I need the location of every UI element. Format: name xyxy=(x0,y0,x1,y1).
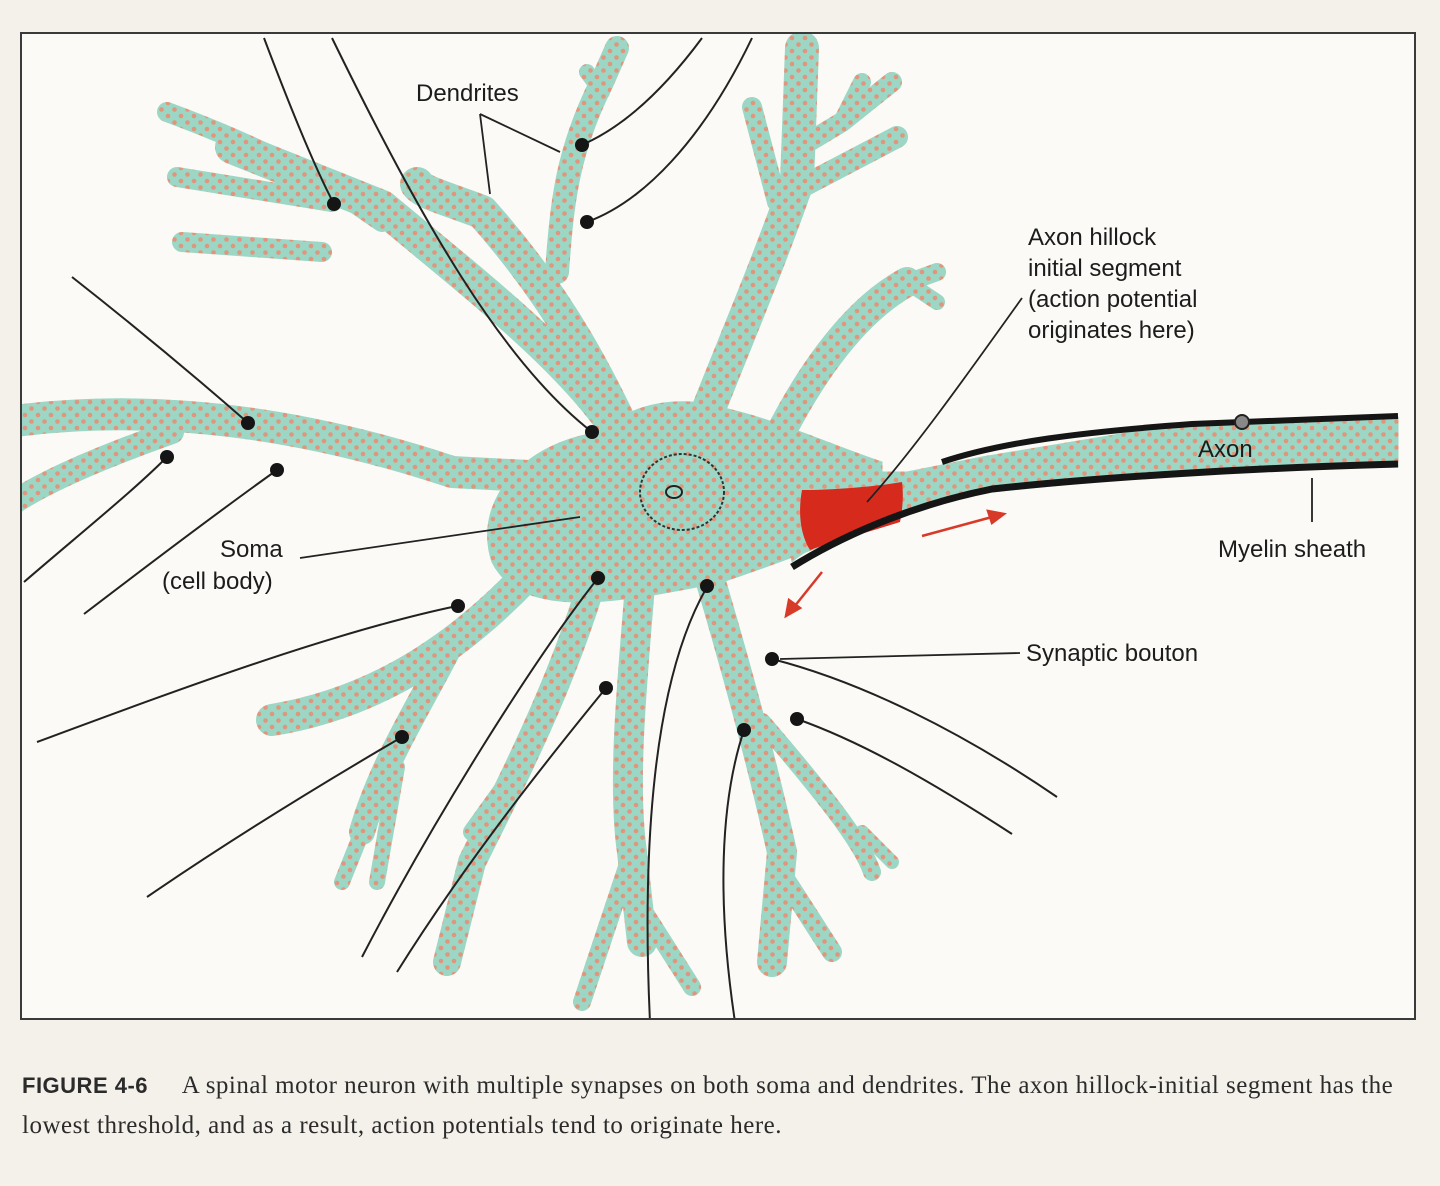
label-axon: Axon xyxy=(1198,436,1253,463)
figure-caption: FIGURE 4-6 A spinal motor neuron with mu… xyxy=(22,1066,1422,1146)
label-synaptic-bouton: Synaptic bouton xyxy=(1026,640,1199,667)
synaptic-boutons xyxy=(160,138,1250,744)
axon-hillock xyxy=(800,482,903,550)
label-dendrites: Dendrites xyxy=(416,80,519,107)
label-axon-hillock-3: (action potential xyxy=(1028,286,1198,313)
figure-frame: Dendrites Axon hillock initial segment (… xyxy=(20,32,1416,1020)
label-soma: Soma xyxy=(220,536,283,563)
presynaptic-fibers xyxy=(23,37,1058,1018)
label-cell-body: (cell body) xyxy=(162,568,273,595)
nucleolus xyxy=(665,485,683,499)
myelin-sheath-upper xyxy=(941,413,1399,465)
label-axon-hillock-4: originates here) xyxy=(1028,317,1195,344)
leader-lines xyxy=(299,113,1313,660)
nucleus xyxy=(639,453,725,531)
label-myelin-sheath: Myelin sheath xyxy=(1218,536,1367,563)
neuron-cell-fill xyxy=(22,34,1414,1018)
neuron-diagram xyxy=(22,34,1414,1018)
myelin-sheath-lower xyxy=(790,460,1399,570)
figure-number: FIGURE 4-6 xyxy=(22,1073,149,1098)
label-axon-hillock-1: Axon hillock xyxy=(1028,224,1157,251)
caption-text: A spinal motor neuron with multiple syna… xyxy=(22,1072,1394,1139)
ap-arrows xyxy=(784,509,1008,619)
label-axon-hillock-2: initial segment xyxy=(1028,255,1182,282)
